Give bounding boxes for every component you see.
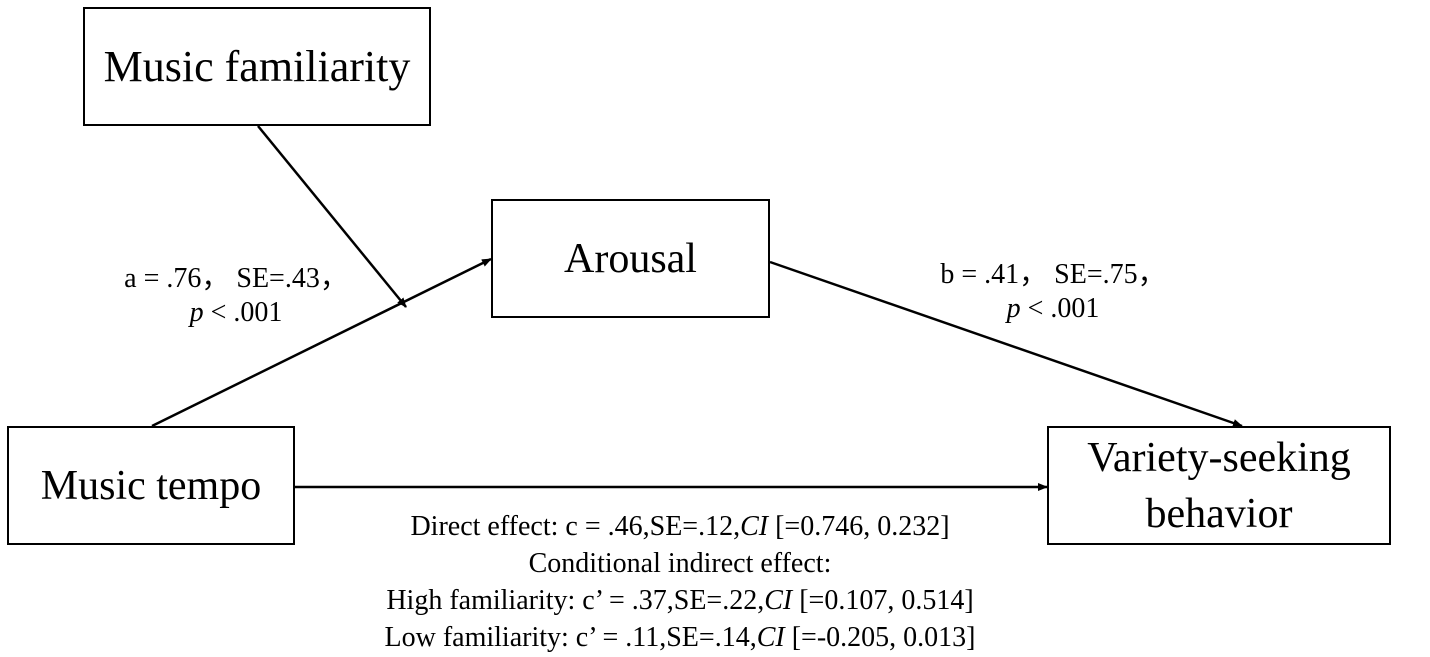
p-value: < .001 [203,297,283,328]
high-familiarity-ci: [=0.107, 0.514] [792,585,974,616]
direct-effect-stats: Direct effect: c = .46,SE=.12, [410,511,741,542]
path-a-significance: p < .001 [118,296,354,330]
path-b-stats: b = .41， SE=.75， [940,259,1166,290]
p-value: < .001 [1020,293,1100,324]
direct-effect-ci: [=0.746, 0.232] [768,511,950,542]
arrow-tempo-to-arousal [151,257,492,428]
effects-summary: Direct effect: c = .46,SE=.12,CI [=0.746… [300,508,1060,656]
conditional-indirect-heading: Conditional indirect effect: [528,548,832,579]
low-familiarity-stats: Low familiarity: c’ = .11,SE=.14, [384,622,757,653]
node-label: Arousal [564,235,697,282]
ci-symbol: CI [740,511,769,542]
node-music-tempo: Music tempo [7,426,295,545]
ci-symbol: CI [764,585,793,616]
p-symbol: p [1006,293,1021,324]
low-familiarity-ci: [=-0.205, 0.013] [784,622,976,653]
high-familiarity-line: High familiarity: c’ = .37,SE=.22,CI [=0… [300,582,1060,619]
node-music-familiarity: Music familiarity [83,7,431,126]
node-variety-seeking-behavior: Variety-seeking behavior [1047,426,1391,545]
node-label: Music tempo [40,462,262,509]
path-a-stats: a = .76， SE=.43， [124,263,348,294]
path-b-label: b = .41， SE=.75， p < .001 [935,258,1171,326]
path-a-label: a = .76， SE=.43， p < .001 [118,262,354,330]
node-label: Music familiarity [103,42,411,91]
node-arousal: Arousal [491,199,770,318]
node-label-line1: Variety-seeking [1087,434,1351,481]
arrow-familiarity-moderation [257,125,407,308]
p-symbol: p [189,297,204,328]
low-familiarity-line: Low familiarity: c’ = .11,SE=.14,CI [=-0… [300,619,1060,656]
path-b-significance: p < .001 [935,292,1171,326]
direct-effect-line: Direct effect: c = .46,SE=.12,CI [=0.746… [300,508,1060,545]
node-label-line2: behavior [1145,490,1293,537]
arrow-arousal-to-variety [769,260,1243,428]
ci-symbol: CI [756,622,785,653]
high-familiarity-stats: High familiarity: c’ = .37,SE=.22, [386,585,765,616]
